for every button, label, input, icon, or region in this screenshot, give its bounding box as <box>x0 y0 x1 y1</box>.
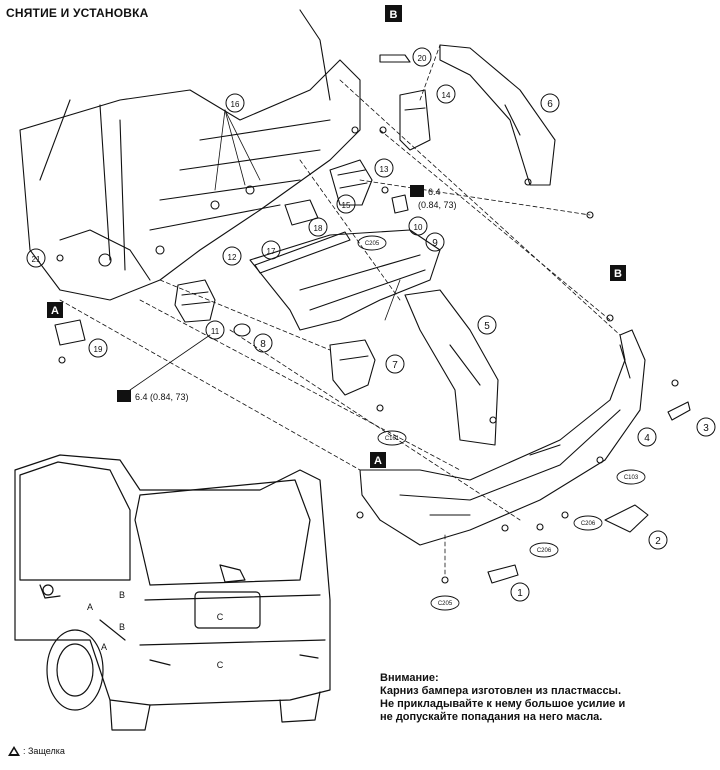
callout-17: 17 <box>267 247 276 256</box>
callout-19: 19 <box>94 345 103 354</box>
marker-a-mid-box <box>370 452 386 468</box>
torque-icon-right <box>410 185 424 197</box>
car-marker-a1: A <box>87 602 93 612</box>
callout-9: 9 <box>432 238 438 249</box>
callout-11: 11 <box>211 327 220 336</box>
legend-text: : Защелка <box>23 746 65 756</box>
part-10-clip <box>391 194 409 214</box>
part-7-bracket <box>329 339 376 396</box>
marker-b-right-box <box>610 265 626 281</box>
torque-label-right: 6.4 <box>428 187 441 197</box>
marker-b-right: B <box>614 268 622 280</box>
part-3-cover <box>667 401 691 421</box>
part-1-cover <box>487 564 519 584</box>
part-4-bumper-fascia <box>359 329 646 546</box>
callout-16: 16 <box>231 100 240 109</box>
car-marker-c1: C <box>217 612 224 622</box>
part-18-clip <box>284 199 319 226</box>
part-11-bracket <box>174 279 216 323</box>
part-2-reflector <box>604 504 649 533</box>
part-8-grommet <box>233 323 251 337</box>
torque-sub-right: (0.84, 73) <box>418 200 457 210</box>
callout-13: 13 <box>380 165 389 174</box>
callout-5: 5 <box>484 321 490 332</box>
torque-icon-left <box>117 390 131 402</box>
torque-label-left: 6.4 (0.84, 73) <box>135 392 189 402</box>
clip-label-c206-right: C206 <box>581 521 596 527</box>
note-line-3: не допускайте попадания на него масла. <box>380 711 603 723</box>
callout-20: 20 <box>418 54 427 63</box>
callout-3: 3 <box>703 423 709 434</box>
clip-label-c205-top: C205 <box>365 241 380 247</box>
part-21-bolt <box>56 254 64 262</box>
clip-label-c103-right: C103 <box>624 475 639 481</box>
clip-label-c205-bottom: C205 <box>438 601 453 607</box>
clip-label-c206-mid: C206 <box>537 548 552 554</box>
clip-ovals <box>357 235 646 611</box>
callout-12: 12 <box>228 253 237 262</box>
warning-note: Внимание: Карниз бампера изготовлен из п… <box>380 672 715 724</box>
callout-14: 14 <box>442 91 451 100</box>
marker-b-top-box <box>385 5 402 22</box>
car-rear-view <box>14 454 331 731</box>
car-marker-a2: A <box>101 642 107 652</box>
callout-18: 18 <box>314 224 323 233</box>
car-marker-b2: B <box>119 622 125 632</box>
callout-2: 2 <box>655 536 661 547</box>
callout-leaders <box>129 109 401 391</box>
callout-10: 10 <box>414 223 423 232</box>
marker-a-left: A <box>51 305 59 317</box>
part-19-bracket <box>54 319 86 364</box>
callout-circles <box>26 47 716 602</box>
note-line-2: Не прикладывайте к нему большое усилие и <box>380 698 626 710</box>
note-line-1: Карниз бампера изготовлен из пластмассы. <box>380 685 622 697</box>
page-title: СНЯТИЕ И УСТАНОВКА <box>6 6 149 20</box>
latch-triangle-icon <box>8 746 20 756</box>
part-20-pin <box>379 54 411 63</box>
car-marker-b1: B <box>119 590 125 600</box>
callout-8: 8 <box>260 339 266 350</box>
part-17-bar <box>254 231 351 274</box>
callout-7: 7 <box>392 360 398 371</box>
part-5-extension <box>404 289 499 446</box>
body-frame <box>19 9 361 301</box>
marker-a-left-box <box>47 302 63 318</box>
part-14-bracket <box>399 89 431 151</box>
part-6-side-retainer <box>439 44 556 186</box>
part-13-bracket <box>329 159 373 206</box>
callout-6: 6 <box>547 99 553 110</box>
clip-label-c101: C101 <box>385 436 400 442</box>
leader-lines <box>59 44 621 576</box>
marker-a-mid: A <box>374 455 382 467</box>
marker-b-top: B <box>390 9 398 21</box>
callout-15: 15 <box>342 201 351 210</box>
callout-4: 4 <box>644 433 650 444</box>
legend: : Защелка <box>8 746 65 756</box>
car-marker-c2: C <box>217 660 224 670</box>
part-9-absorber <box>249 229 441 331</box>
marker-boxes <box>47 5 626 468</box>
callout-21: 21 <box>32 255 41 264</box>
callout-1: 1 <box>517 588 523 599</box>
note-heading: Внимание: <box>380 672 439 684</box>
